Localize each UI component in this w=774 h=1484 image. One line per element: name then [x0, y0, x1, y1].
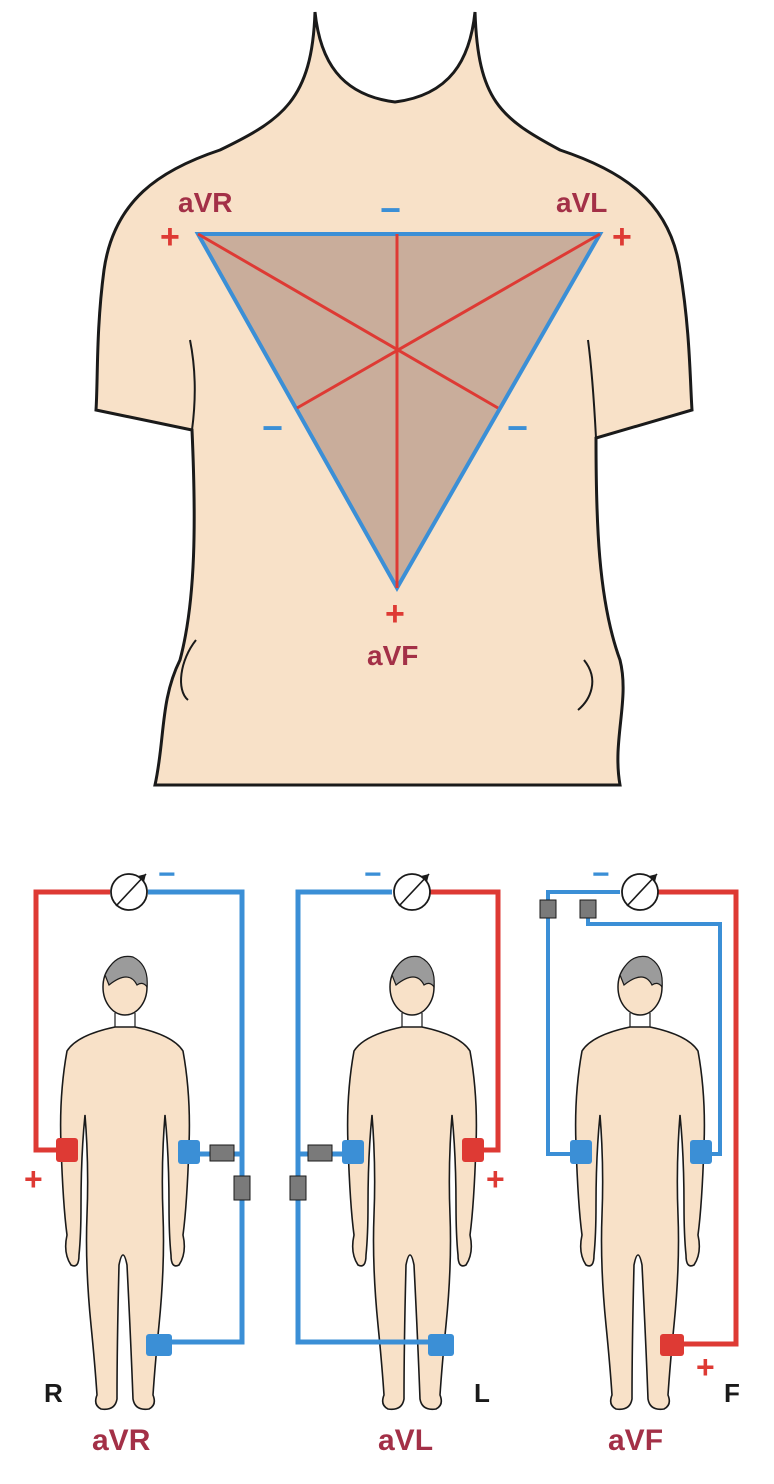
- resistor-avl-1: [307, 1144, 333, 1162]
- torso-label-avl: aVL: [556, 187, 607, 218]
- avr-axis: [197, 232, 499, 410]
- minus-avr: −: [158, 858, 176, 891]
- wire-red-avf: [658, 889, 739, 1347]
- figure-label-avr: aVR: [92, 1424, 151, 1457]
- wire-blue-avl: [295, 889, 430, 1345]
- figure-avl: − + L aVL: [289, 858, 505, 1457]
- cuff-left-leg-avf: [660, 1334, 684, 1356]
- avl-axis: [296, 232, 601, 410]
- torso-label-avf: aVF: [367, 640, 418, 671]
- figure-avr: − + R aVR: [24, 858, 251, 1457]
- arm-fold-right: [587, 339, 597, 439]
- limb-label-l: L: [474, 1378, 490, 1408]
- figure-avf: − + F aVF: [539, 858, 740, 1457]
- cuff-right-arm-avf: [570, 1140, 592, 1164]
- galvanometer-avl: [393, 873, 431, 911]
- resistor-avl-2: [289, 1175, 307, 1201]
- wire-blue-avr: [148, 889, 245, 1345]
- wire-red-avr: [33, 889, 110, 1153]
- torso-plus-avf: +: [385, 595, 405, 633]
- resistor-avf-1: [539, 899, 557, 919]
- wire-blue-avf-outer: [546, 890, 620, 1156]
- cuff-left-arm-avr: [178, 1140, 200, 1164]
- minus-avl: −: [364, 858, 382, 891]
- cuff-left-arm-avf: [690, 1140, 712, 1164]
- galvanometer-avr: [110, 873, 148, 911]
- figure-label-avf: aVF: [608, 1424, 663, 1457]
- minus-avf: −: [592, 858, 610, 891]
- waist-fold-right: [577, 659, 594, 711]
- limb-label-f: F: [724, 1378, 740, 1408]
- lead-axes: [197, 232, 601, 588]
- galvanometer-avf: [621, 873, 659, 911]
- arm-fold-left: [189, 339, 196, 431]
- resistor-avf-2: [579, 899, 597, 919]
- torso-minus-top: −: [380, 189, 401, 230]
- torso-plus-avl: +: [612, 218, 632, 256]
- torso-minus-right: −: [507, 407, 528, 448]
- torso-illustration: aVR aVL aVF + + + − − −: [94, 11, 694, 787]
- plus-avl: +: [486, 1161, 505, 1197]
- einthoven-triangle: [194, 232, 604, 593]
- resistor-avr-1: [209, 1144, 235, 1162]
- limb-label-r: R: [44, 1378, 63, 1408]
- cuff-right-arm-avr: [56, 1138, 78, 1162]
- waist-fold-left: [180, 639, 197, 701]
- cuff-right-arm-avl: [342, 1140, 364, 1164]
- plus-avr: +: [24, 1161, 43, 1197]
- wire-red-avl: [430, 889, 501, 1153]
- cuff-left-leg-avl: [428, 1334, 454, 1356]
- torso-label-avr: aVR: [178, 187, 232, 218]
- cuff-left-arm-avl: [462, 1138, 484, 1162]
- cuff-left-leg-avr: [146, 1334, 172, 1356]
- torso-plus-avr: +: [160, 218, 180, 256]
- resistor-avr-2: [233, 1175, 251, 1201]
- plus-avf: +: [696, 1349, 715, 1385]
- torso-minus-left: −: [262, 407, 283, 448]
- figure-label-avl: aVL: [378, 1424, 433, 1457]
- person-avf: [574, 955, 706, 1411]
